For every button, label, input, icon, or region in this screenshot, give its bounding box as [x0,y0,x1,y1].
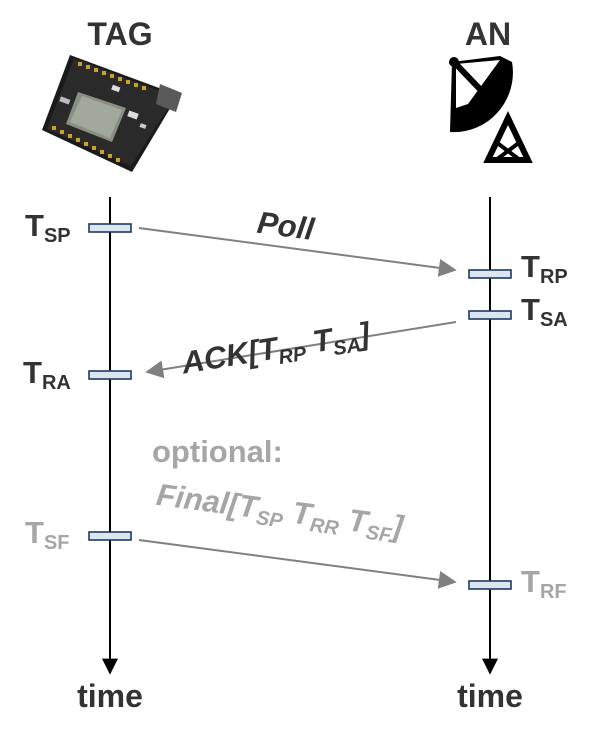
final-arrow [138,539,457,589]
marker-t-sa [468,310,512,320]
final-label: Final[TSP TRR TSF] [154,477,407,549]
antenna-icon [449,56,533,163]
an-header: AN [465,16,511,52]
optional-label: optional: [152,434,283,469]
label-t-rp: TRP [521,249,568,288]
label-t-sa: TSA [521,292,568,331]
marker-t-ra [88,370,132,380]
poll-arrow [138,227,457,277]
label-t-sf: TSF [25,515,70,554]
label-t-ra: TRA [23,355,71,394]
an-time-label: time [457,678,523,714]
marker-t-sf [88,531,132,541]
poll-label: Poll [255,205,317,247]
label-t-rf: TRF [521,564,567,603]
marker-t-rf [468,580,512,590]
marker-t-sp [88,223,132,233]
label-t-sp: TSP [25,208,71,247]
ack-arrow [145,321,457,379]
tag-time-label: time [77,678,143,714]
tag-header: TAG [87,16,152,52]
marker-t-rp [468,269,512,279]
tag-board-image [42,55,182,172]
ack-label: ACK[TRP TSA] [178,315,374,384]
